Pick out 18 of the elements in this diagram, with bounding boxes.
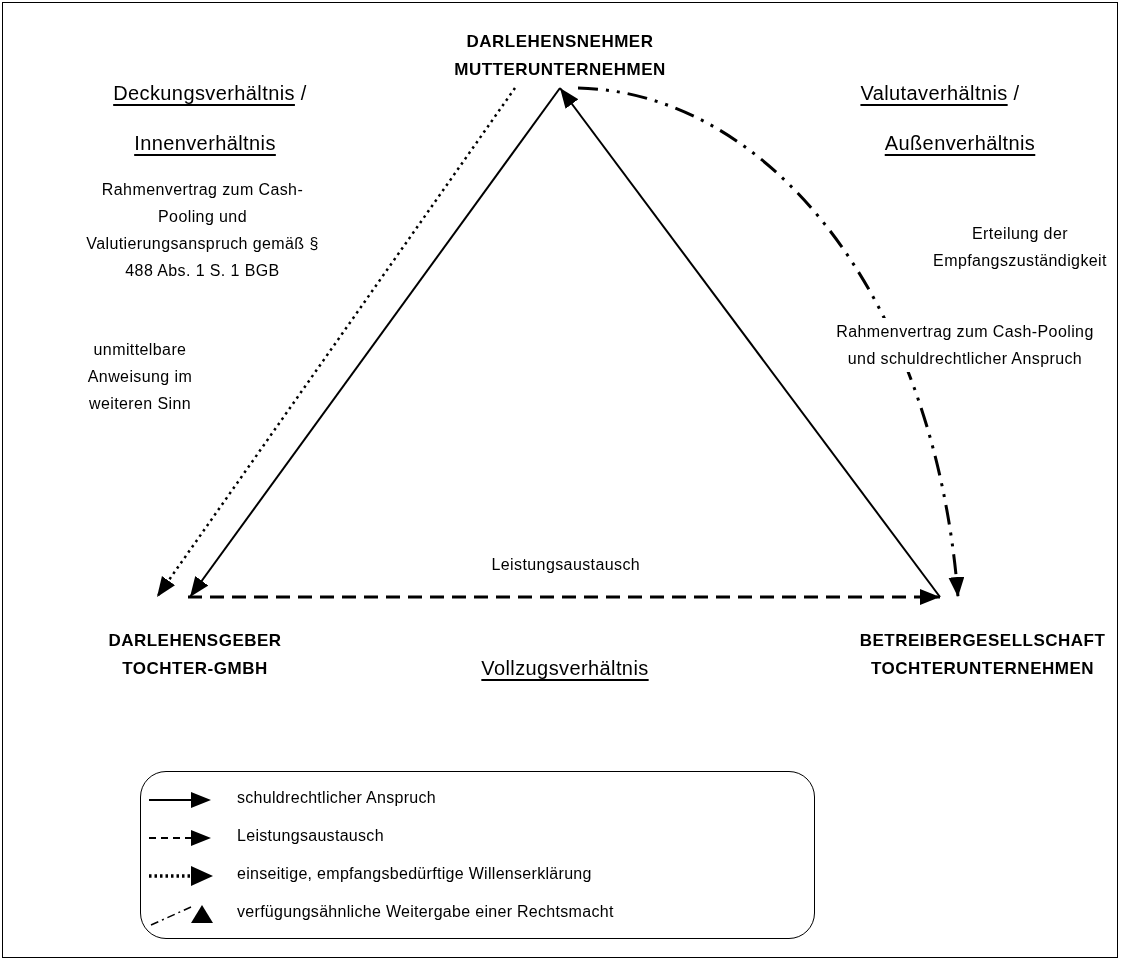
relationship-heading: Valutaverhältnis /: [859, 81, 1021, 106]
legend-text: Leistungsaustausch: [237, 827, 384, 845]
legend-text: schuldrechtlicher Anspruch: [237, 789, 436, 807]
relationship-note: Erteilung der Empfangszuständigkeit: [932, 224, 1108, 271]
arrow: [189, 87, 561, 598]
relationship-heading: Deckungsverhältnis /: [112, 81, 308, 106]
relationship-heading: Innenverhältnis: [133, 131, 277, 156]
relationship-heading: Außenverhältnis: [883, 131, 1037, 156]
legend-text: einseitige, empfangsbedürftige Willenserklärung: [237, 865, 592, 883]
arrow: [155, 87, 517, 598]
relationship-note: unmittelbare Anweisung im weiteren Sinn: [86, 340, 194, 414]
party-label: DARLEHENSNEHMER MUTTERUNTERNEHMEN: [440, 24, 680, 88]
party-label: BETREIBERGESELLSCHAFT TOCHTERUNTERNEHMEN: [845, 597, 1120, 687]
relationship-note: Rahmenvertrag zum Cash-Pooling und Valutierungsanspruch gemäß § 488 Abs. 1 S. 1 BGB: [85, 180, 320, 281]
relationship-heading: Vollzugsverhältnis: [480, 656, 650, 681]
legend-text: verfügungsähnliche Weitergabe einer Rechtsmacht: [237, 903, 614, 921]
arrow: [188, 589, 940, 605]
party-label: DARLEHENSGEBER TOCHTER-GMBH: [80, 597, 310, 687]
